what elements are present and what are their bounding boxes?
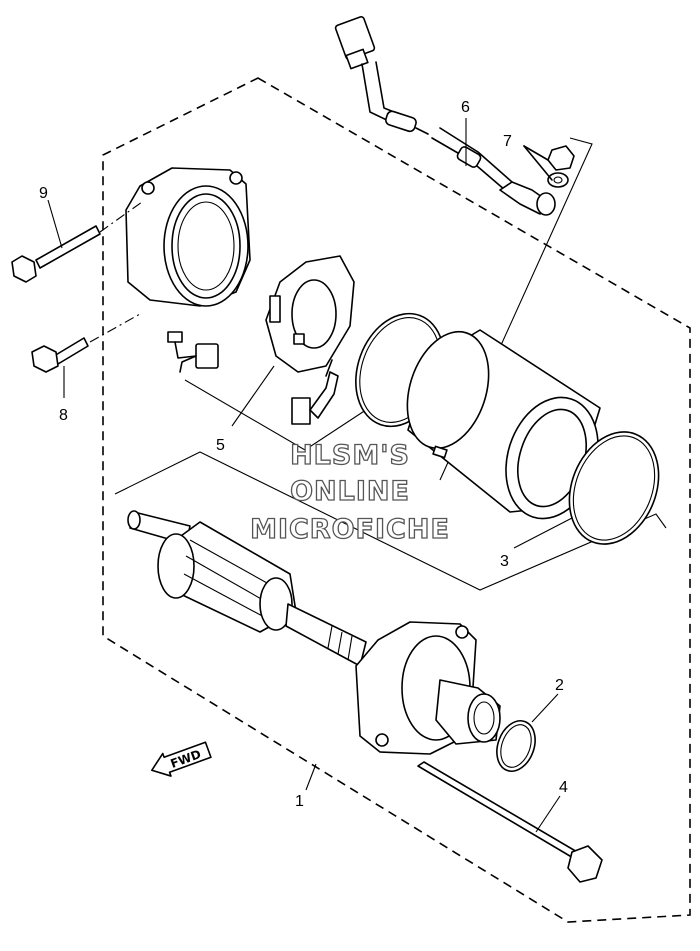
brush-plate [265,255,355,373]
nut-washer-set [523,145,575,188]
callout-8: 8 [59,407,68,424]
forward-direction-arrow: FWD [151,741,212,777]
watermark-line-2: ONLINE [290,476,410,507]
leader-1 [305,763,317,791]
armature [127,510,367,667]
watermark-line-3: MICROFICHE [250,514,450,545]
leader-3 [513,517,573,549]
brush-terminal [167,331,219,373]
callout-7: 7 [503,133,512,150]
callout-2: 2 [555,677,564,694]
callout-5: 5 [216,437,225,454]
callout-1: 1 [295,793,304,810]
leader-2 [531,693,559,723]
through-bolt [417,761,603,883]
brush-clip [291,359,339,425]
forward-label: FWD [169,747,203,771]
callout-3: 3 [500,553,509,570]
bolt-lower [31,337,89,373]
callout-6: 6 [461,99,470,116]
lead-wire [334,16,556,216]
rear-cover [355,621,501,755]
leader-9 [47,199,63,249]
leader-5 [231,365,275,427]
o-ring-large [568,431,660,545]
callout-9: 9 [39,185,48,202]
brush-group-line [184,379,376,451]
bolt-alignment-line-upper [99,201,143,233]
assembly-boundary [102,77,691,923]
callout-4: 4 [559,779,568,796]
armature-group-line [114,451,667,591]
bolt-upper [11,225,101,283]
leader-4 [535,795,561,833]
front-cover [125,167,251,307]
watermark-line-1: HLSM'S [290,440,410,471]
bolt-alignment-line-lower [89,313,141,343]
